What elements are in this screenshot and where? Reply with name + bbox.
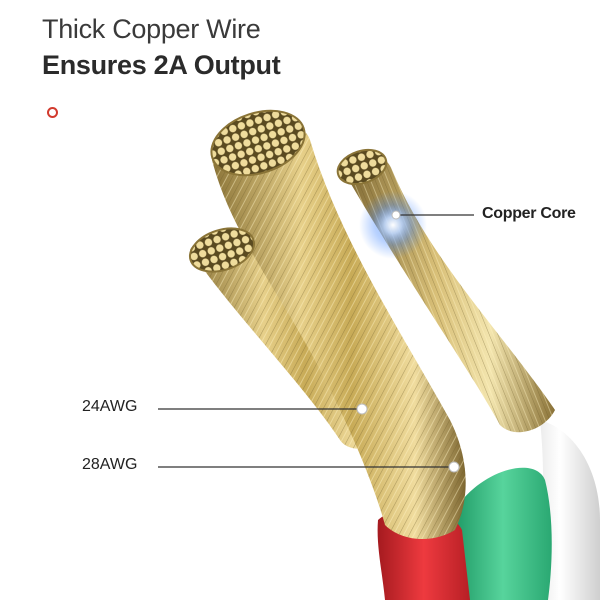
headline-line-1: Thick Copper Wire — [42, 14, 261, 44]
headline-line-2: Ensures 2A Output — [42, 50, 281, 80]
red-ring-icon — [47, 107, 58, 118]
callout-dot-24awg — [356, 403, 368, 415]
callout-dot-28awg — [448, 461, 460, 473]
green-insulation — [454, 467, 552, 600]
label-28awg: 28AWG — [82, 456, 138, 473]
label-copper-core: Copper Core — [482, 205, 576, 222]
label-24awg: 24AWG — [82, 398, 138, 415]
strand-face-left — [189, 227, 255, 273]
strand-face-center — [210, 109, 306, 177]
strand-face-right — [336, 148, 388, 186]
spark-glow — [359, 191, 427, 259]
callout-dot-copper-core — [391, 210, 401, 220]
